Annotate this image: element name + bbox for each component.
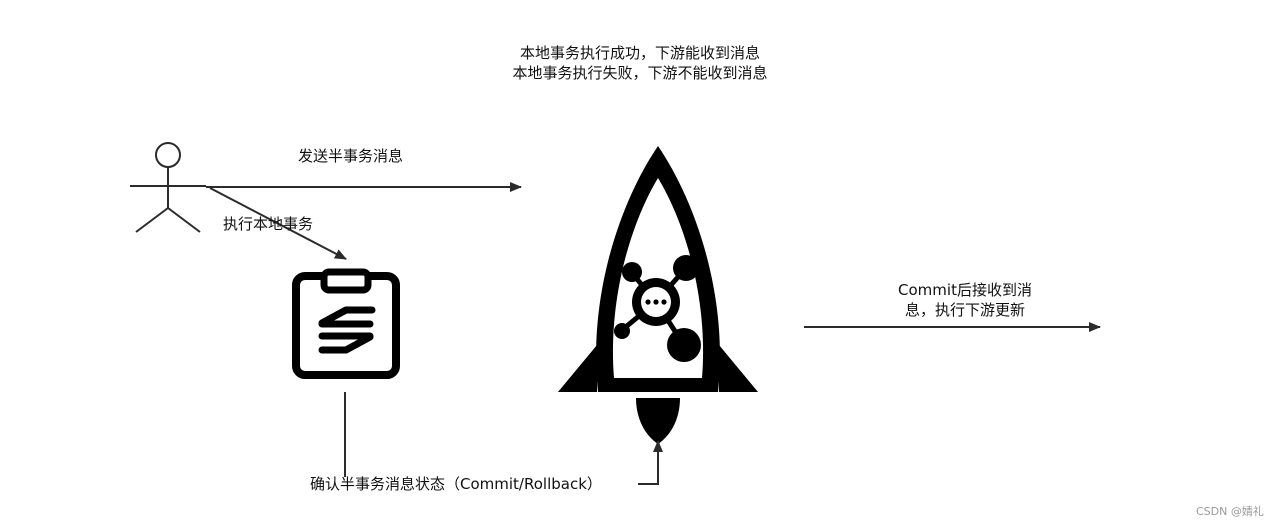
watermark: CSDN @婧礼 bbox=[1196, 503, 1264, 519]
downstream-label: Commit后接收到消 息，执行下游更新 bbox=[880, 280, 1050, 320]
top-note-line-2: 本地事务执行失败，下游不能收到消息 bbox=[470, 63, 810, 83]
execute-local-tx-label: 执行本地事务 bbox=[223, 214, 313, 234]
downstream-label-line-2: 息，执行下游更新 bbox=[880, 300, 1050, 320]
confirm-status-arrow bbox=[638, 441, 658, 484]
send-half-message-label: 发送半事务消息 bbox=[298, 146, 403, 166]
confirm-status-label: 确认半事务消息状态（Commit/Rollback） bbox=[310, 474, 602, 494]
rocket-icon bbox=[558, 146, 758, 444]
top-note: 本地事务执行成功，下游能收到消息 本地事务执行失败，下游不能收到消息 bbox=[470, 43, 810, 83]
actor-stick-figure-icon bbox=[130, 143, 206, 232]
top-note-line-1: 本地事务执行成功，下游能收到消息 bbox=[470, 43, 810, 63]
downstream-label-line-1: Commit后接收到消 bbox=[880, 280, 1050, 300]
clipboard-transfer-icon bbox=[296, 272, 396, 375]
